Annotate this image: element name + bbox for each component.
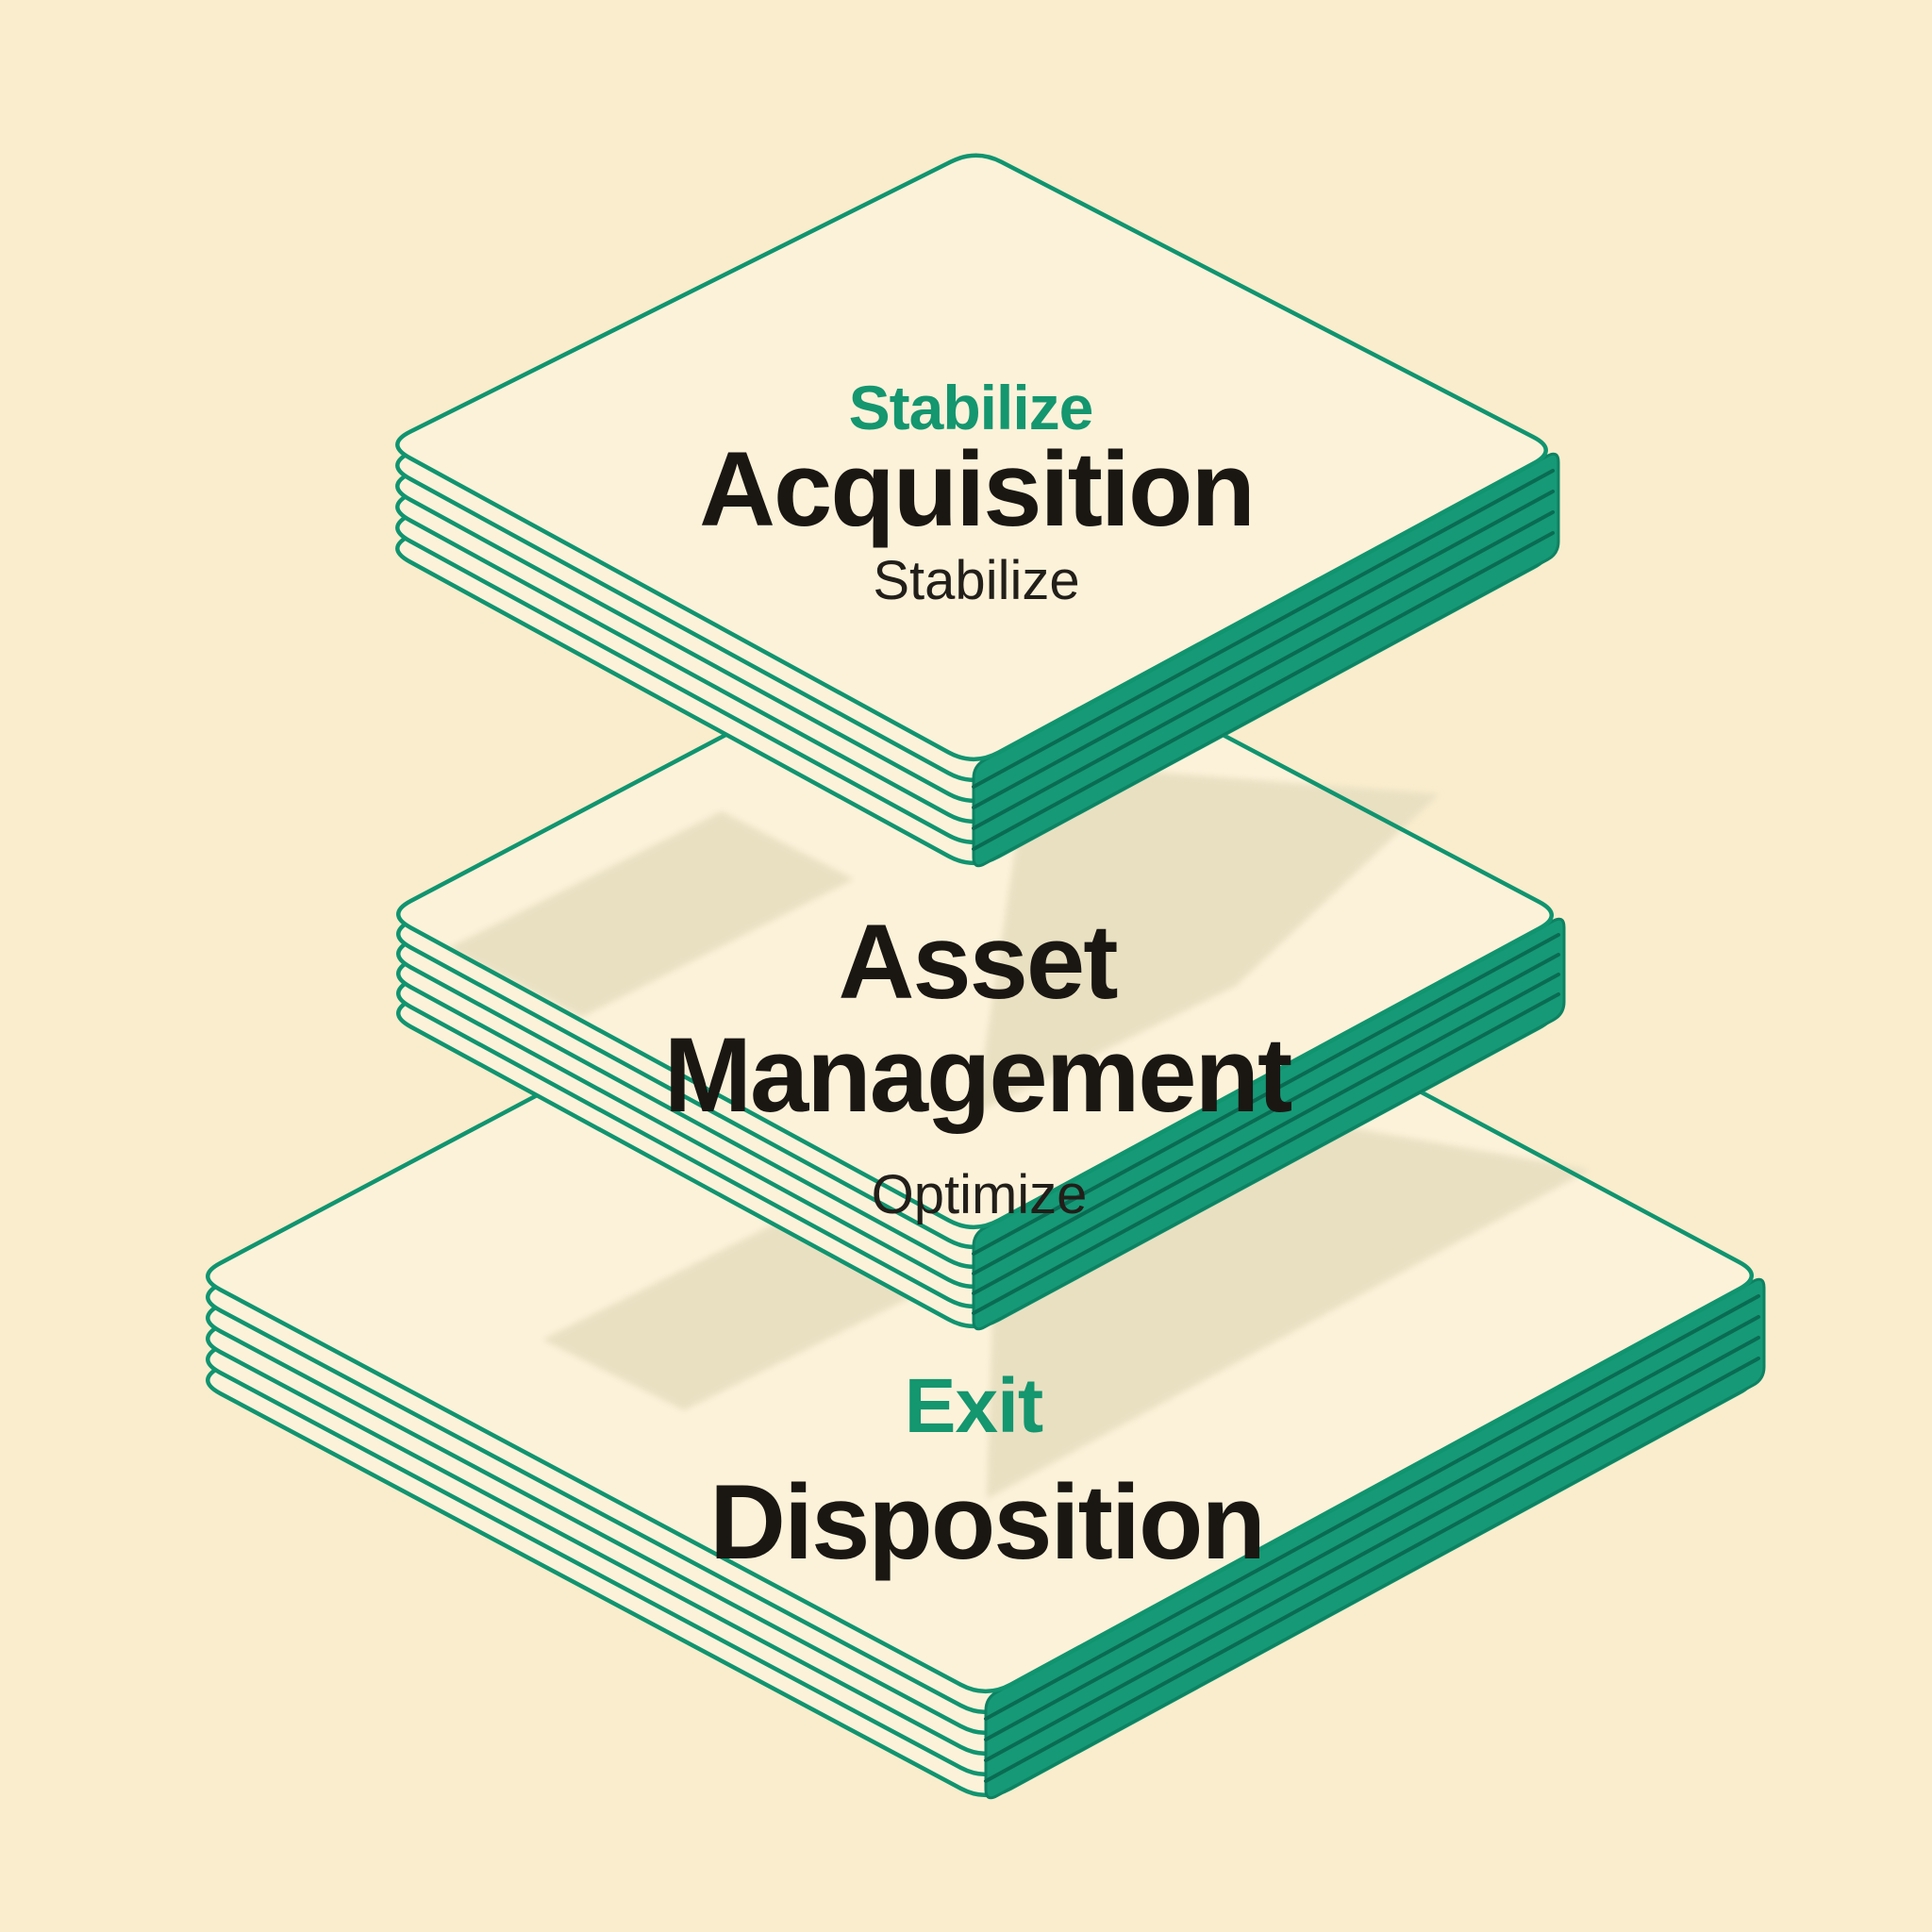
disposition-band-separator (984, 1294, 1760, 1721)
asset-management-title-line2: Management (664, 1016, 1291, 1134)
asset-management-top-face (398, 609, 1552, 1227)
disposition-title: Disposition (709, 1463, 1264, 1581)
asset-management-band-separator (972, 973, 1560, 1295)
acquisition-band-separator (972, 490, 1555, 809)
disposition-band-separator (984, 1357, 1760, 1783)
asset-management-side-band (972, 917, 1566, 1331)
acquisition-title: Acquisition (699, 430, 1254, 548)
disposition-eyebrow: Exit (905, 1363, 1043, 1449)
disposition-band-separator (984, 1336, 1760, 1762)
acquisition-subtitle: Stabilize (873, 550, 1079, 611)
acquisition-side-band (972, 452, 1560, 868)
layer-asset-management: Asset Management Optimize (396, 608, 1566, 1331)
layer-acquisition: Stabilize Acquisition Stabilize (395, 153, 1560, 868)
acquisition-eyebrow: Stabilize (849, 373, 1093, 442)
asset-management-band-separator (972, 953, 1560, 1275)
asset-management-title-line1: Asset (838, 903, 1117, 1021)
acquisition-top-face-outline (395, 153, 1548, 762)
acquisition-stack-shapes (395, 153, 1560, 868)
asset-management-stack-shapes (396, 608, 1566, 1331)
asset-management-cast-shadow (975, 762, 1439, 1113)
acquisition-band-separator (972, 510, 1555, 830)
acquisition-band-separator (972, 469, 1555, 789)
asset-management-band-separator (972, 992, 1560, 1315)
asset-management-band-separator (972, 933, 1560, 1256)
acquisition-band-separator (972, 531, 1555, 851)
disposition-side-band (984, 1277, 1766, 1800)
asset-management-cast-shadow (448, 811, 854, 1017)
asset-management-subtitle: Optimize (872, 1164, 1088, 1225)
disposition-band-separator (984, 1315, 1760, 1741)
acquisition-top-face (397, 155, 1546, 759)
